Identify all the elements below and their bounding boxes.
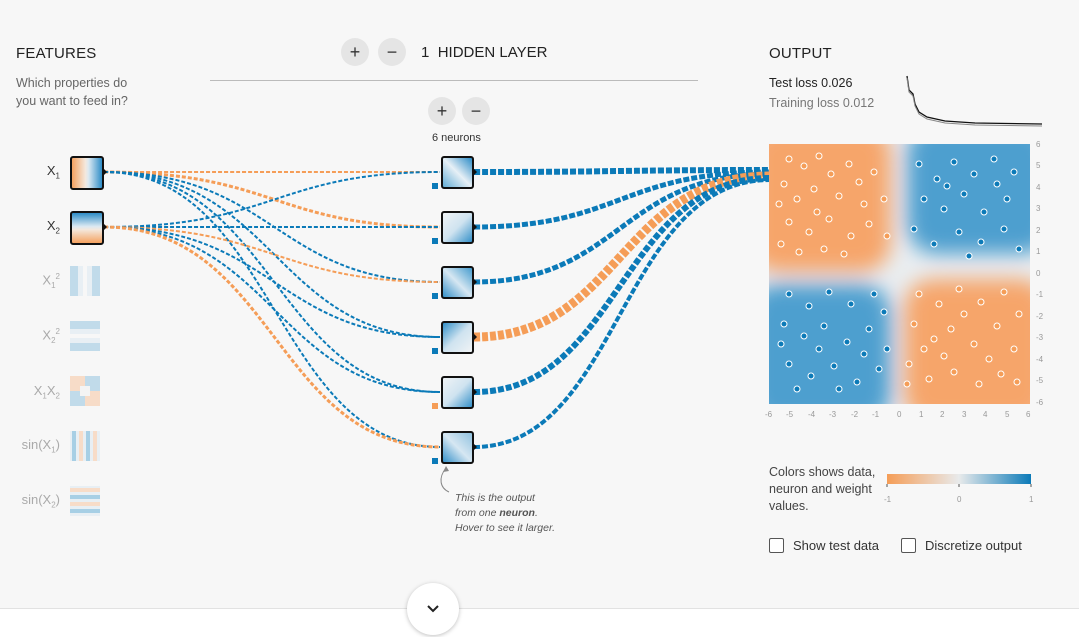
neuron-3[interactable] (432, 266, 477, 299)
link-n2-out (473, 169, 771, 230)
feature-label-x1x2: X1X2 (33, 383, 60, 401)
link-x1-n6 (103, 171, 441, 448)
data-points (775, 152, 1023, 393)
link-n6-out (473, 178, 771, 449)
scroll-down-button[interactable] (407, 583, 459, 635)
show-test-data-toggle[interactable]: Show test data (769, 538, 879, 553)
y-axis-ticks: 6 5 4 3 2 1 0 -1 -2 -3 -4 -5 -6 (1036, 140, 1044, 407)
bottom-bar (0, 608, 1079, 637)
feature-x1x2-box[interactable] (70, 376, 100, 406)
feature-sin-x1-box[interactable] (70, 431, 100, 461)
link-x2-n6 (103, 225, 441, 449)
x-axis-ticks: -6 -5 -4 -3 -2 -1 0 1 2 3 4 5 6 (765, 410, 1031, 419)
training-loss: Training loss 0.012 (769, 96, 875, 110)
link-n1-out (473, 167, 771, 175)
link-x1-n4 (103, 171, 441, 338)
remove-neuron-button[interactable]: − (462, 97, 490, 125)
link-n3-out (473, 171, 771, 285)
link-n4-out (473, 171, 771, 342)
neuron-6[interactable] (432, 431, 477, 464)
neuron-annotation: This is the output from one neuron. Hove… (455, 492, 555, 534)
link-n5-out (473, 175, 771, 395)
feature-x1-squared-box[interactable] (70, 266, 100, 296)
layer-divider (210, 80, 698, 81)
feature-label-x2-squared: X22 (42, 327, 60, 345)
feature-x2-box[interactable] (70, 211, 104, 245)
color-legend-bar (886, 474, 1032, 487)
test-loss: Test loss 0.026 (769, 76, 853, 90)
legend-tick-pos: 1 (1029, 495, 1034, 504)
chevron-down-icon (427, 605, 439, 613)
features-subtitle: Which properties do you want to feed in? (16, 76, 128, 108)
output-title: OUTPUT (769, 45, 832, 62)
feature-x1-box[interactable] (70, 156, 104, 190)
discretize-output-checkbox[interactable] (901, 538, 916, 553)
feature-x2-squared-box[interactable] (70, 321, 100, 351)
feature-label-x1: X1 (46, 163, 60, 181)
features-title: FEATURES (16, 45, 97, 62)
loss-curve (906, 75, 1043, 127)
color-legend-text: Colors shows data, neuron and weight val… (769, 465, 876, 513)
remove-layer-button[interactable]: − (378, 38, 406, 66)
link-x2-n1 (103, 171, 441, 228)
add-neuron-button[interactable]: + (428, 97, 456, 125)
feature-label-sin-x1: sin(X1) (21, 437, 60, 455)
output-heatmap (769, 144, 1030, 404)
show-test-data-checkbox[interactable] (769, 538, 784, 553)
neurons-count-label: 6 neurons (432, 132, 481, 144)
discretize-output-toggle[interactable]: Discretize output (901, 538, 1022, 553)
feature-sin-x2-box[interactable] (70, 486, 100, 516)
neuron-1[interactable] (432, 156, 477, 189)
feature-label-x1-squared: X12 (42, 272, 60, 290)
add-layer-button[interactable]: + (341, 38, 369, 66)
link-x2-n5 (103, 226, 441, 393)
link-x1-n5 (103, 171, 441, 393)
neuron-4[interactable] (432, 321, 477, 354)
neuron-2[interactable] (432, 211, 477, 244)
feature-label-sin-x2: sin(X2) (21, 492, 60, 510)
link-x1-n2 (103, 170, 441, 229)
legend-tick-zero: 0 (957, 495, 962, 504)
link-x2-n4 (103, 226, 441, 338)
link-x2-n3 (103, 226, 441, 283)
legend-tick-neg: -1 (884, 495, 892, 504)
hidden-layer-title: 1 HIDDEN LAYER (421, 44, 548, 61)
feature-label-x2: X2 (46, 218, 60, 236)
neuron-5[interactable] (432, 376, 477, 409)
